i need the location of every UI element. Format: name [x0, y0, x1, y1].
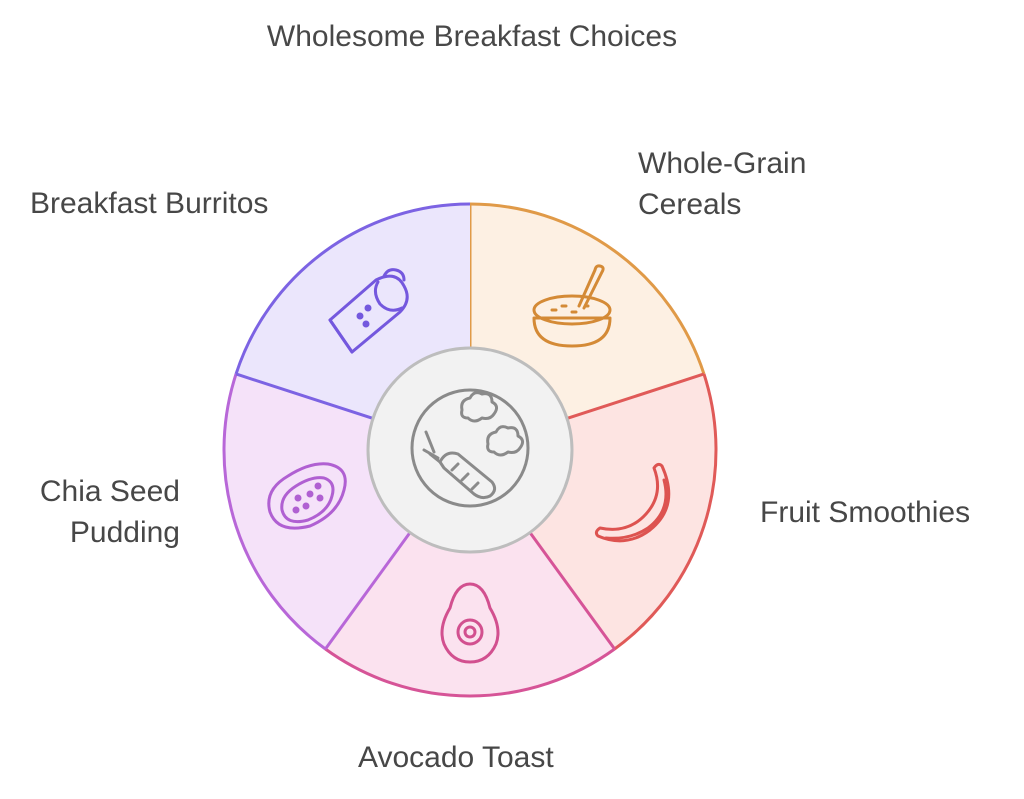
label-line: Chia Seed	[39, 475, 180, 508]
label-line: Breakfast Burritos	[30, 187, 269, 220]
avocado-icon	[440, 582, 500, 664]
label-line: Fruit Smoothies	[760, 496, 971, 529]
wheel-segment-outline	[222, 373, 327, 651]
wheel-segment	[529, 373, 716, 650]
label-line: Avocado Toast	[358, 741, 554, 774]
burrito-icon	[328, 268, 409, 354]
wheel-segment	[325, 532, 615, 696]
label-fruit-smoothies: Fruit Smoothies	[760, 492, 970, 533]
label-line: Cereals	[638, 188, 742, 221]
wheel-segment-outline	[469, 202, 706, 375]
wheel-divider	[566, 372, 705, 420]
wheel-divider	[324, 531, 412, 650]
label-line: Pudding	[69, 516, 180, 549]
wheel-segment	[223, 373, 411, 650]
diagram-title: Wholesome Breakfast Choices	[266, 20, 678, 53]
wheel-segment-outline	[234, 202, 471, 375]
label-whole-grain-cereals: Whole-Grain Cereals	[638, 143, 806, 225]
chia-pudding-icon	[267, 462, 347, 530]
banana-icon	[594, 462, 671, 543]
center-circle	[366, 346, 574, 554]
label-chia-seed-pudding: Chia Seed Pudding	[30, 471, 180, 553]
wheel-segment-outline	[324, 647, 616, 698]
label-line: Whole-Grain	[638, 147, 807, 180]
bowl-with-spoon-icon	[532, 264, 612, 348]
plate-with-carrot-and-broccoli-icon	[410, 388, 530, 508]
wheel-divider	[235, 372, 374, 420]
wheel-divider	[528, 531, 616, 650]
wheel-segment-outline	[613, 373, 718, 651]
label-breakfast-burritos: Breakfast Burritos	[30, 183, 268, 224]
label-avocado-toast: Avocado Toast	[358, 737, 554, 778]
